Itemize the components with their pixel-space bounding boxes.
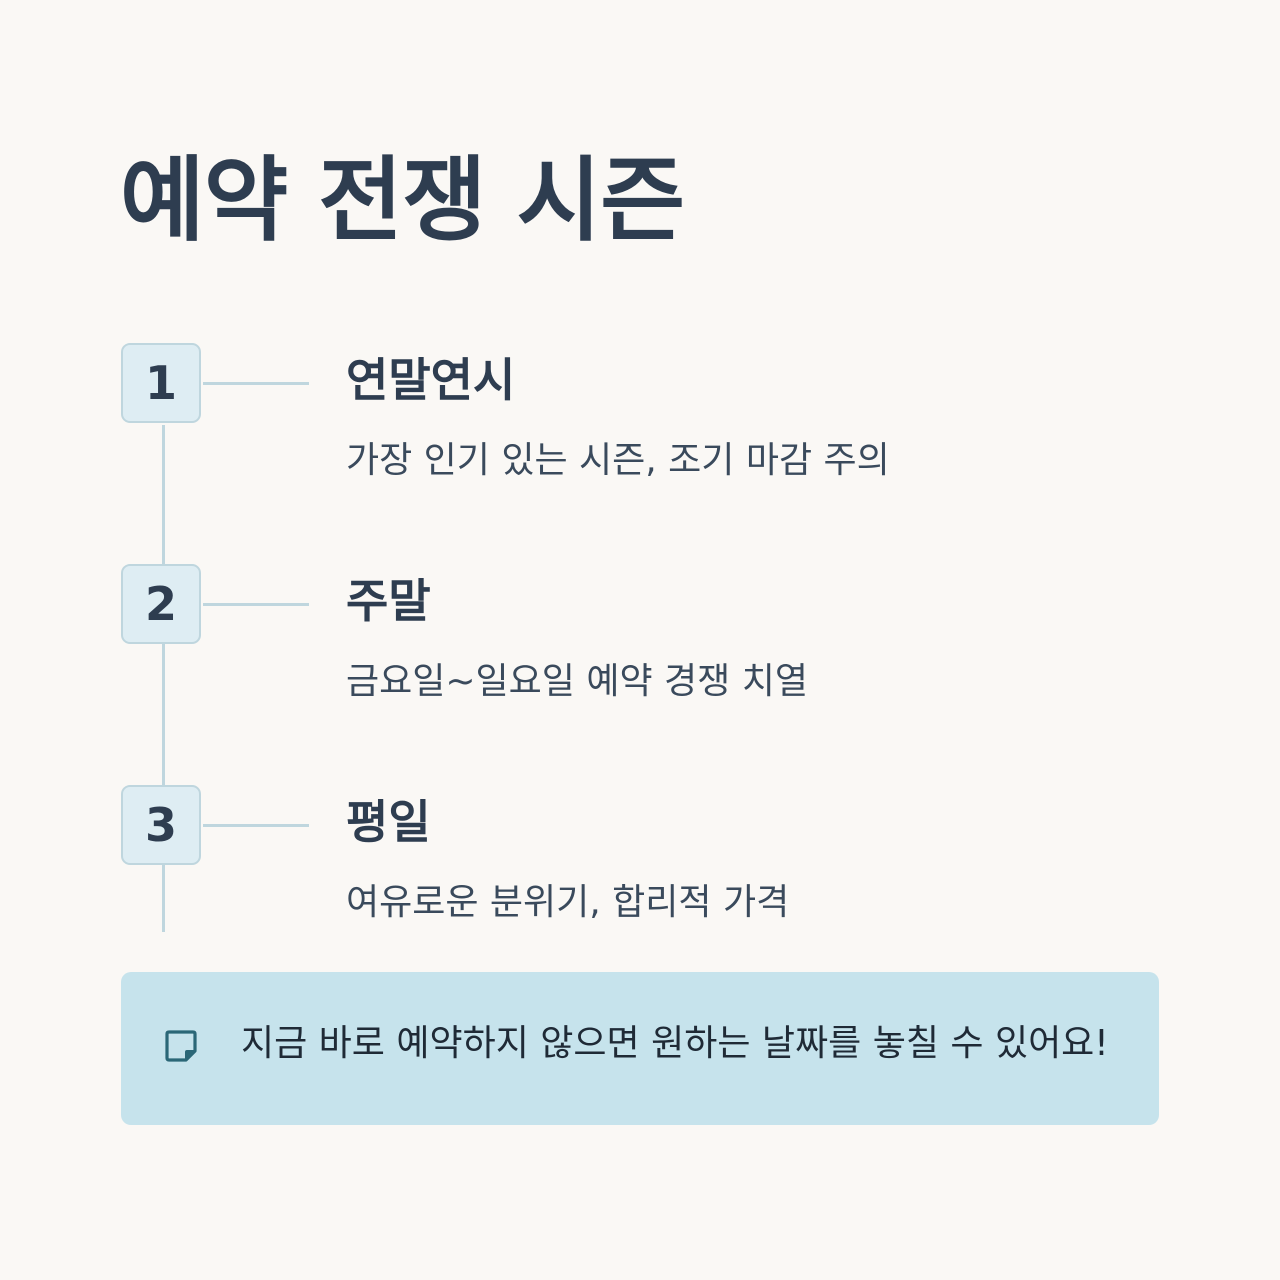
page-title: 예약 전쟁 시즌: [120, 147, 685, 254]
sticky-note-icon: [165, 1030, 197, 1062]
timeline-step-1: 1 연말연시 가장 인기 있는 시즌, 조기 마감 주의: [121, 343, 1121, 483]
step-title: 주말: [346, 574, 431, 628]
step-title: 평일: [346, 795, 431, 849]
step-number-badge: 1: [121, 343, 201, 423]
step-connector: [203, 603, 309, 606]
timeline-line: [162, 425, 165, 932]
step-description: 여유로운 분위기, 합리적 가격: [346, 882, 790, 923]
step-description: 금요일~일요일 예약 경쟁 치열: [346, 661, 808, 702]
step-number-badge: 3: [121, 785, 201, 865]
step-title: 연말연시: [346, 353, 516, 407]
step-number-badge: 2: [121, 564, 201, 644]
step-connector: [203, 824, 309, 827]
step-description: 가장 인기 있는 시즌, 조기 마감 주의: [346, 440, 890, 481]
timeline-step-2: 2 주말 금요일~일요일 예약 경쟁 치열: [121, 564, 1121, 704]
step-connector: [203, 382, 309, 385]
notice-box: 지금 바로 예약하지 않으면 원하는 날짜를 놓칠 수 있어요!: [121, 972, 1159, 1125]
timeline-step-3: 3 평일 여유로운 분위기, 합리적 가격: [121, 785, 1121, 925]
notice-text: 지금 바로 예약하지 않으면 원하는 날짜를 놓칠 수 있어요!: [241, 1023, 1109, 1064]
